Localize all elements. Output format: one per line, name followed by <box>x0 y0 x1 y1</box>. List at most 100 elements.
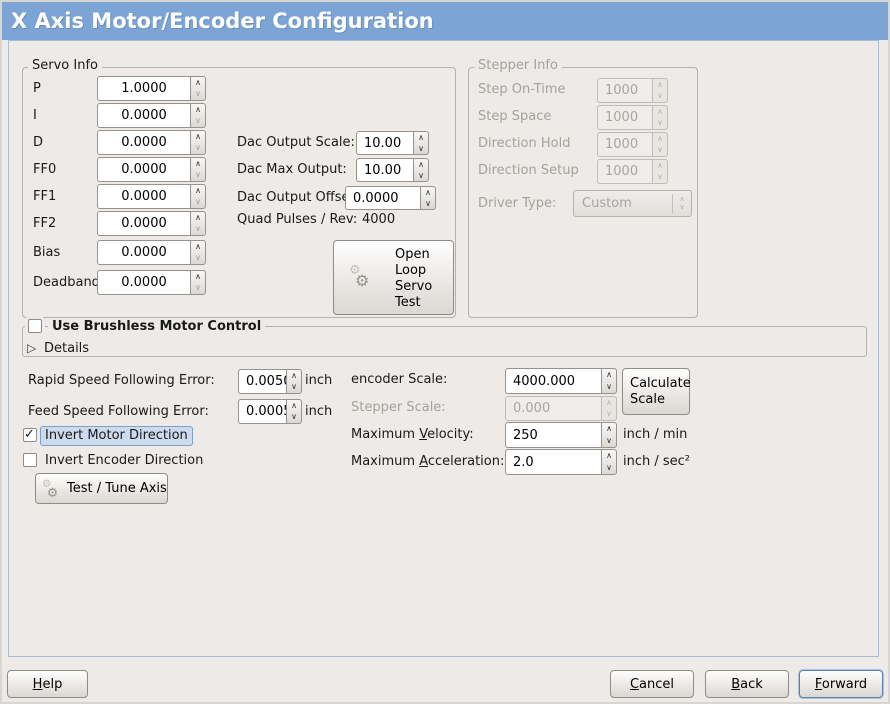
details-expander-label[interactable]: Details <box>44 341 90 356</box>
direction-hold-spinbox: 1000 ∧∨ <box>597 132 668 157</box>
maximum-acceleration-spinbox: 2.0 ∧∨ <box>505 449 617 475</box>
spin-up-icon[interactable]: ∧ <box>418 159 424 169</box>
servo-info-frame <box>22 67 456 318</box>
spin-down-icon[interactable]: ∨ <box>195 143 201 153</box>
spin-down-icon[interactable]: ∨ <box>195 170 201 180</box>
spin-up-icon[interactable]: ∧ <box>425 187 431 197</box>
spin-down-icon[interactable]: ∨ <box>195 197 201 207</box>
spin-up-icon[interactable]: ∧ <box>195 104 201 114</box>
spin-input: 1000 <box>597 159 652 184</box>
step-on-time-label: Step On-Time <box>478 82 566 97</box>
spin-down-icon[interactable]: ∨ <box>195 89 201 99</box>
spin-up-icon[interactable]: ∧ <box>606 424 612 433</box>
spin-input[interactable]: 0.0000 <box>97 270 190 295</box>
use-brushless-checkbox[interactable] <box>28 319 42 333</box>
stepper-info-frame <box>468 67 698 318</box>
spin-down-icon[interactable]: ∨ <box>195 224 201 234</box>
use-brushless-label[interactable]: Use Brushless Motor Control <box>48 319 266 335</box>
spin-input[interactable]: 0.0050 <box>238 369 286 394</box>
dac-output-scale-spinbox: 10.00 ∧∨ <box>356 131 429 155</box>
spin-down-icon[interactable]: ∨ <box>291 412 297 422</box>
spin-buttons: ∧∨ <box>601 449 617 475</box>
spin-value: 250 <box>513 427 538 443</box>
i-label: I <box>33 108 37 123</box>
spin-down-icon[interactable]: ∨ <box>195 253 201 263</box>
spin-input[interactable]: 0.0000 <box>345 186 420 210</box>
invert-motor-label[interactable]: Invert Motor Direction <box>40 426 193 446</box>
ff0-label: FF0 <box>33 162 57 177</box>
spin-up-icon[interactable]: ∧ <box>418 132 424 142</box>
step-on-time-spinbox: 1000 ∧∨ <box>597 78 668 103</box>
spin-input[interactable]: 10.00 <box>356 158 413 182</box>
spin-down-icon[interactable]: ∨ <box>606 436 612 445</box>
spin-up-icon[interactable]: ∧ <box>195 77 201 87</box>
spin-buttons: ∧∨ <box>190 130 206 155</box>
invert-encoder-label[interactable]: Invert Encoder Direction <box>45 453 204 468</box>
spin-up-icon[interactable]: ∧ <box>195 158 201 168</box>
spin-up-icon[interactable]: ∧ <box>291 400 297 410</box>
spin-down-icon[interactable]: ∨ <box>291 382 297 392</box>
driver-type-combobox: Custom ∧∨ <box>573 190 692 217</box>
spin-up-icon[interactable]: ∧ <box>291 370 297 380</box>
open-loop-servo-test-button[interactable]: ⚙⚙ Open Loop Servo Test <box>333 240 454 315</box>
spin-value: 0.0000 <box>121 216 167 231</box>
spin-input[interactable]: 0.0000 <box>97 240 190 265</box>
maximum-acceleration-label: Maximum Acceleration: <box>351 454 505 469</box>
spin-value: 1000 <box>605 137 639 152</box>
cancel-button[interactable]: Cancel <box>610 670 694 698</box>
spin-input[interactable]: 0.0000 <box>97 103 190 128</box>
spin-up-icon[interactable]: ∧ <box>195 131 201 141</box>
spin-down-icon[interactable]: ∨ <box>418 143 424 153</box>
feed-following-error-spinbox: 0.0005 ∧ ∨ <box>238 399 302 424</box>
spin-input[interactable]: 0.0000 <box>97 184 190 209</box>
spin-up-icon[interactable]: ∧ <box>195 212 201 222</box>
spin-input[interactable]: 10.00 <box>356 131 413 155</box>
spin-up-icon[interactable]: ∧ <box>195 271 201 281</box>
rapid-following-error-label: Rapid Speed Following Error: <box>28 373 215 388</box>
spin-input[interactable]: 0.0000 <box>97 130 190 155</box>
expander-arrow-icon[interactable]: ▷ <box>27 341 37 355</box>
spin-down-icon[interactable]: ∨ <box>195 283 201 293</box>
spin-down-icon[interactable]: ∨ <box>606 382 612 391</box>
test-tune-axis-button[interactable]: ⚙⚙ Test / Tune Axis <box>35 473 168 504</box>
spin-up-icon[interactable]: ∧ <box>606 370 612 379</box>
spin-input[interactable]: 0.0000 <box>97 211 190 236</box>
ff0-spinbox: 0.0000 ∧ ∨ <box>97 157 206 182</box>
spin-input[interactable]: 0.0005 <box>238 399 286 424</box>
spin-value: 0.000 <box>513 401 551 416</box>
step-space-label: Step Space <box>478 109 552 124</box>
spin-buttons: ∧∨ <box>652 105 668 130</box>
back-button[interactable]: Back <box>705 670 789 698</box>
spin-input[interactable]: 2.0 <box>505 449 601 475</box>
spin-buttons: ∧∨ <box>652 132 668 157</box>
d-spinbox: 0.0000 ∧∨ <box>97 130 206 155</box>
ff2-spinbox: 0.0000 ∧ ∨ <box>97 211 206 236</box>
feed-following-error-label: Feed Speed Following Error: <box>28 404 209 419</box>
help-button[interactable]: Help <box>7 670 88 698</box>
calculate-scale-button[interactable]: Calculate Scale <box>622 368 691 415</box>
spin-down-icon[interactable]: ∨ <box>425 198 431 208</box>
spin-down-icon[interactable]: ∨ <box>606 463 612 472</box>
spin-up-icon[interactable]: ∧ <box>606 451 612 460</box>
forward-button[interactable]: Forward <box>799 670 883 698</box>
spin-down-icon[interactable]: ∨ <box>418 170 424 180</box>
spin-down-icon: ∨ <box>657 172 663 182</box>
spin-value: 0.0050 <box>246 374 286 389</box>
spin-input[interactable]: 0.0000 <box>97 157 190 182</box>
dac-output-offset-label: Dac Output Offset: <box>237 190 359 205</box>
driver-type-label: Driver Type: <box>478 196 557 211</box>
maximum-acceleration-unit: inch / sec² <box>623 454 691 469</box>
stepper-scale-spinbox: 0.000 ∧∨ <box>505 396 617 421</box>
spin-input[interactable]: 1.0000 <box>97 76 190 101</box>
spin-input[interactable]: 250 <box>505 422 601 448</box>
ff2-label: FF2 <box>33 216 57 231</box>
spin-up-icon[interactable]: ∧ <box>195 241 201 251</box>
spin-down-icon[interactable]: ∨ <box>195 116 201 126</box>
invert-encoder-checkbox[interactable] <box>23 453 37 467</box>
spin-input[interactable]: 4000.000 <box>505 368 601 394</box>
brushless-frame <box>22 326 867 357</box>
stepper-scale-label: Stepper Scale: <box>351 400 446 415</box>
spin-up-icon[interactable]: ∧ <box>195 185 201 195</box>
invert-motor-checkbox[interactable] <box>23 427 37 442</box>
